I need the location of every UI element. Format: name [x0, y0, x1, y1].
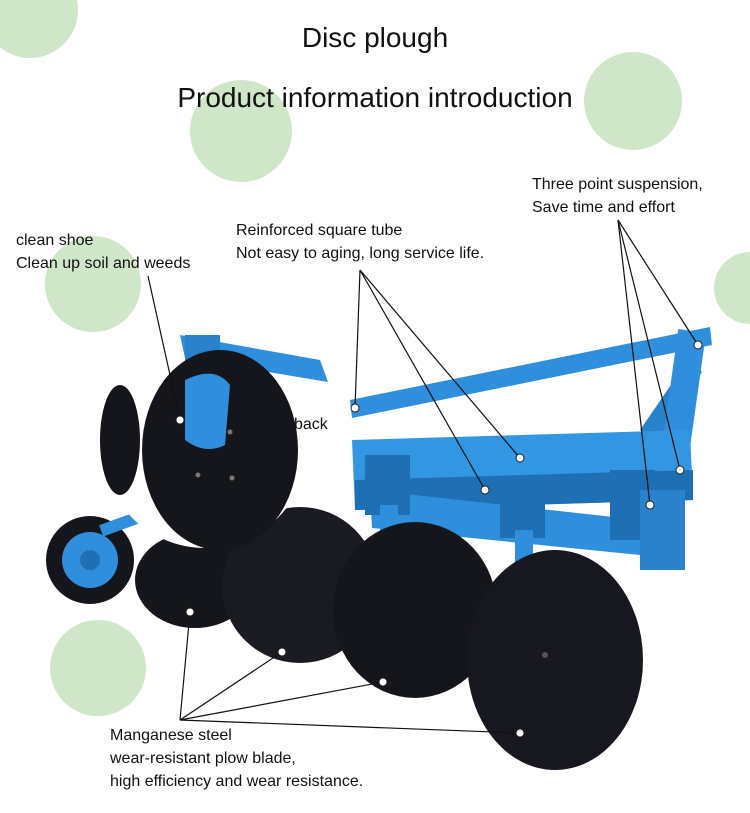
top-link-bar [350, 327, 712, 418]
clamp-mid [500, 478, 545, 538]
decor-bubble-top-center [190, 80, 292, 182]
clean-shoe [185, 373, 230, 449]
callout-tube-line1: Reinforced square tube [236, 222, 403, 239]
page-subtitle: Product information introduction [177, 82, 573, 113]
callout-blade-line1: Manganese steel [110, 727, 232, 744]
decor-bubble-mid-left [45, 236, 141, 332]
inset-disc [142, 350, 298, 550]
callout-blade-line3: high efficiency and wear resistance. [110, 773, 364, 790]
inset-disc-back [100, 385, 140, 495]
decor-bubble-top-right [584, 52, 682, 150]
callout-back-line1: back [294, 416, 328, 433]
page-title: Disc plough [301, 22, 449, 53]
callout-suspension: Three point suspension, Save time and ef… [532, 173, 703, 219]
callout-tube: Reinforced square tube Not easy to aging… [236, 219, 484, 265]
callout-suspension-line1: Three point suspension, [532, 176, 703, 193]
disc-4 [467, 550, 643, 770]
callout-shoe-line1: clean shoe [16, 232, 94, 249]
callout-blade-line2: wear-resistant plow blade, [110, 750, 296, 767]
disc-3 [333, 522, 497, 698]
callout-back: back [294, 413, 328, 436]
callout-tube-line2: Not easy to aging, long service life. [236, 245, 485, 262]
callout-shoe-line2: Clean up soil and weeds [16, 255, 191, 272]
decor-bubble-bottom-left [50, 620, 146, 716]
callout-blade: Manganese steel wear-resistant plow blad… [110, 724, 363, 793]
rear-wheel-arm [99, 511, 141, 537]
callout-suspension-line2: Save time and effort [532, 199, 675, 216]
callout-shoe: clean shoe Clean up soil and weeds [16, 229, 190, 275]
